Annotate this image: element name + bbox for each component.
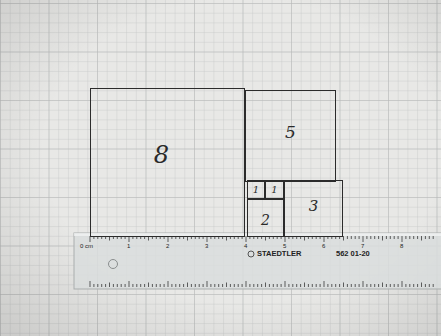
- fibonacci-square: 3: [284, 180, 343, 237]
- square-number: 8: [154, 143, 169, 167]
- square-number: 3: [309, 199, 319, 214]
- ruler-marking: 6: [322, 243, 325, 249]
- fibonacci-square: 1: [265, 180, 284, 199]
- ruler-marking: 1: [127, 243, 130, 249]
- square-number: 1: [271, 185, 277, 195]
- ruler-marking: 7: [361, 243, 364, 249]
- fibonacci-square: 1: [247, 180, 265, 199]
- ruler-marking: 2: [166, 243, 169, 249]
- square-number: 1: [253, 185, 259, 195]
- fibonacci-square: 2: [247, 199, 284, 237]
- ruler-marking: STAEDTLER: [257, 250, 301, 258]
- ruler-marking: 4: [244, 243, 247, 249]
- ruler: [74, 233, 441, 289]
- ruler-marking: 3: [205, 243, 208, 249]
- ruler-marking: 562 01-20: [336, 250, 370, 258]
- square-number: 2: [261, 213, 270, 227]
- fibonacci-square: 8: [90, 88, 245, 237]
- square-number: 5: [285, 124, 296, 141]
- ruler-marking: 5: [283, 243, 286, 249]
- ruler-marking: 0 cm: [80, 243, 93, 249]
- fibonacci-square: 5: [245, 90, 336, 182]
- ruler-marking: 8: [400, 243, 403, 249]
